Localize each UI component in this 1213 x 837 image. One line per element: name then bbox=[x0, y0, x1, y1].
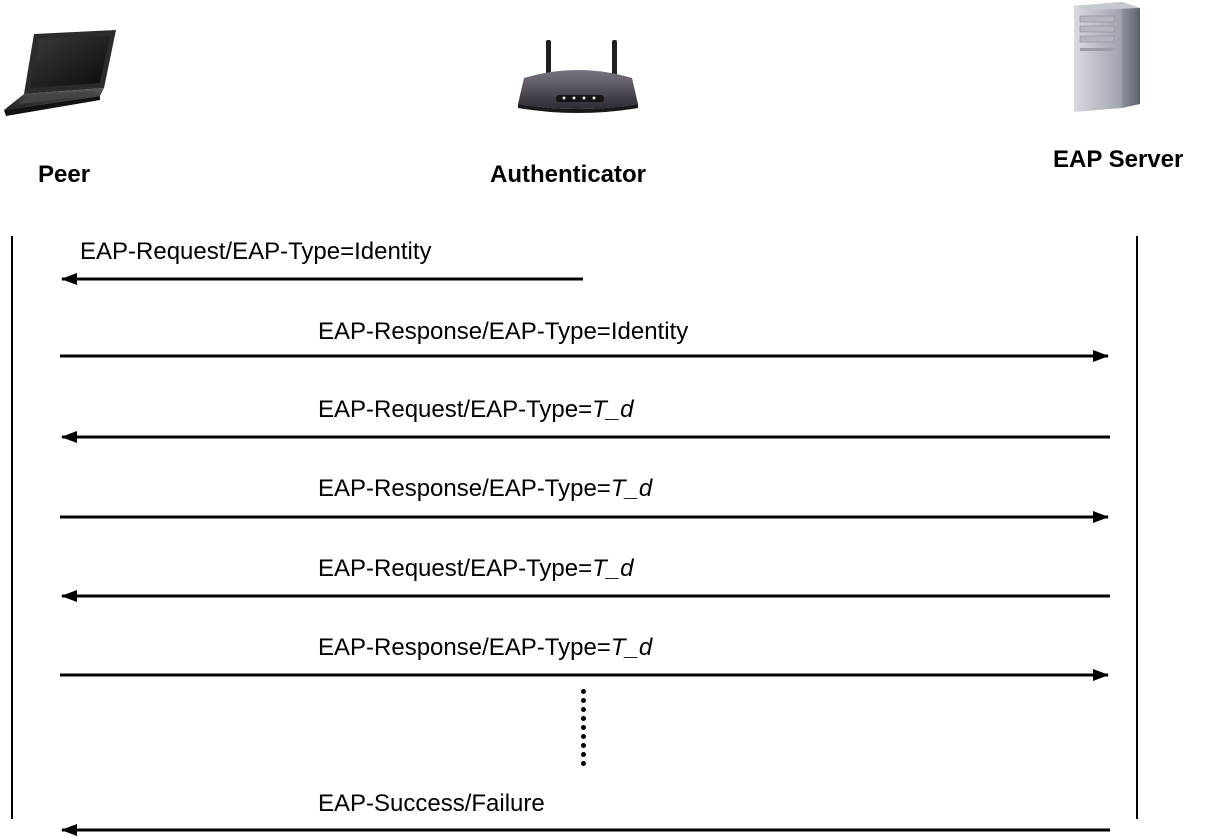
vertical-ellipsis bbox=[581, 689, 587, 767]
message-text: EAP-Request/EAP-Type= bbox=[318, 555, 593, 582]
message-label-7: EAP-Success/Failure bbox=[318, 790, 545, 818]
wireless-router-icon bbox=[518, 40, 638, 113]
laptop-icon bbox=[4, 30, 116, 116]
message-label-4: EAP-Response/EAP-Type=T_d bbox=[318, 475, 652, 503]
message-type: T_d bbox=[592, 396, 634, 423]
message-text: EAP-Response/EAP-Type= bbox=[318, 475, 611, 502]
message-label-5: EAP-Request/EAP-Type=T_d bbox=[318, 555, 634, 583]
message-label-3: EAP-Request/EAP-Type=T_d bbox=[318, 396, 634, 424]
message-label-6: EAP-Response/EAP-Type=T_d bbox=[318, 634, 652, 662]
message-label-2: EAP-Response/EAP-Type=Identity bbox=[318, 318, 688, 346]
eap-server-label: EAP Server bbox=[1053, 146, 1184, 173]
authenticator-label: Authenticator bbox=[490, 161, 646, 188]
peer-lifeline bbox=[11, 236, 13, 819]
message-type: Identity bbox=[610, 318, 689, 345]
message-type: T_d bbox=[592, 555, 634, 582]
message-type: T_d bbox=[610, 634, 653, 661]
message-text: EAP-Success/Failure bbox=[318, 790, 545, 817]
server-tower-icon bbox=[1074, 2, 1140, 112]
message-text: EAP-Response/EAP-Type= bbox=[318, 634, 611, 661]
message-type: T_d bbox=[610, 475, 653, 502]
message-text: EAP-Response/EAP-Type= bbox=[318, 318, 611, 345]
message-text: EAP-Request/EAP-Type= bbox=[80, 238, 355, 265]
eap-server-lifeline bbox=[1136, 236, 1138, 819]
message-text: EAP-Request/EAP-Type= bbox=[318, 396, 593, 423]
peer-label: Peer bbox=[38, 161, 91, 188]
message-label-1: EAP-Request/EAP-Type=Identity bbox=[80, 238, 432, 266]
message-type: Identity bbox=[354, 238, 432, 265]
